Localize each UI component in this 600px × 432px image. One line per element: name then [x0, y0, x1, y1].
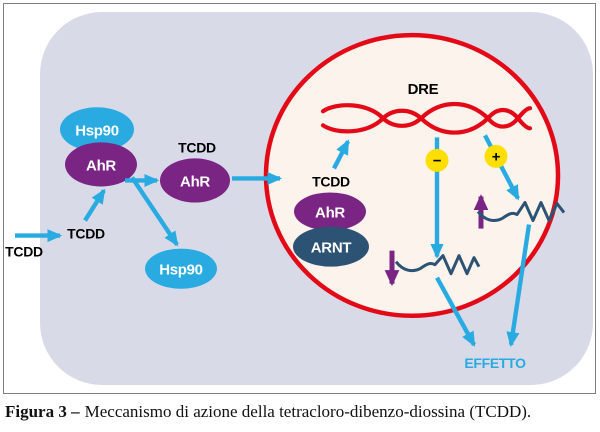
- plus-sign: +: [492, 148, 501, 165]
- ahr-nucleus-oval: [294, 192, 366, 231]
- tcdd-ligand-label: TCDD: [178, 139, 216, 155]
- nucleus: [263, 32, 561, 319]
- complex-to-dre-arrow: [332, 139, 350, 170]
- mechanism-diagram: TCDD TCDD Hsp90 AhR Hsp90 TCDD AhR TCDD: [5, 12, 593, 385]
- hsp90-bound-label: Hsp90: [75, 122, 118, 139]
- minus-badge: [425, 148, 449, 172]
- ahr-bound-oval: [65, 142, 137, 187]
- hsp90-released-label: Hsp90: [159, 262, 202, 279]
- tcdd-to-receptor-arrow: [83, 188, 106, 222]
- mrna-increased-wave: [476, 201, 566, 223]
- ahr-bound-label: AhR: [86, 157, 116, 174]
- arnt-label: ARNT: [311, 240, 352, 257]
- tcdd-nucleus-label: TCDD: [312, 173, 350, 189]
- effect-arrow-right: [506, 224, 532, 348]
- tcdd-extracellular-label: TCDD: [5, 244, 43, 260]
- effect-arrow-left: [435, 276, 476, 347]
- arnt-oval: [293, 226, 369, 267]
- induction-arrow: [483, 134, 520, 201]
- effect-label: EFFETTO: [464, 355, 526, 371]
- figure-caption: Figura 3 –Meccanismo di azione della tet…: [5, 402, 597, 422]
- caption-text: Meccanismo di azione della tetracloro-di…: [84, 402, 532, 421]
- minus-sign: −: [433, 152, 442, 169]
- mrna-decreased-wave: [394, 254, 481, 276]
- ahr-ligand-label: AhR: [180, 173, 210, 190]
- caption-number: Figura 3 –: [5, 402, 80, 421]
- plus-badge: [484, 144, 508, 168]
- hsp90-release-arrow: [130, 176, 179, 247]
- hsp90-released-oval: [145, 248, 217, 289]
- dre-label: DRE: [408, 81, 439, 98]
- tcdd-cytoplasm-label: TCDD: [67, 226, 105, 242]
- ahr-ligand-oval: [160, 158, 230, 203]
- figure-frame: TCDD TCDD Hsp90 AhR Hsp90 TCDD AhR TCDD: [3, 3, 596, 394]
- ahr-nucleus-label: AhR: [315, 205, 345, 222]
- dna-strand-2: [320, 107, 533, 135]
- hsp90-bound-oval: [60, 107, 134, 152]
